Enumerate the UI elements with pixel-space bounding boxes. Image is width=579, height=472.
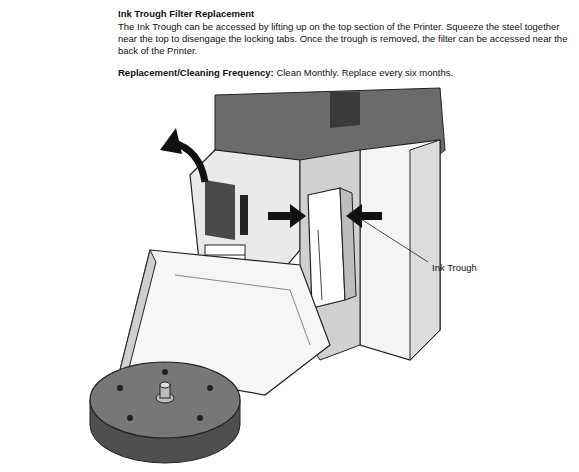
part-label: Ink Trough <box>432 262 477 274</box>
body-paragraph: The Ink Trough can be accessed by liftin… <box>118 21 568 57</box>
frequency-line: Replacement/Cleaning Frequency: Clean Mo… <box>118 67 568 79</box>
section-title: Ink Trough Filter Replacement <box>118 8 558 20</box>
leader-line <box>350 212 428 262</box>
frequency-note: Clean Monthly. Replace every six months. <box>276 67 453 78</box>
frequency-heading: Replacement/Cleaning Frequency: <box>118 67 274 78</box>
